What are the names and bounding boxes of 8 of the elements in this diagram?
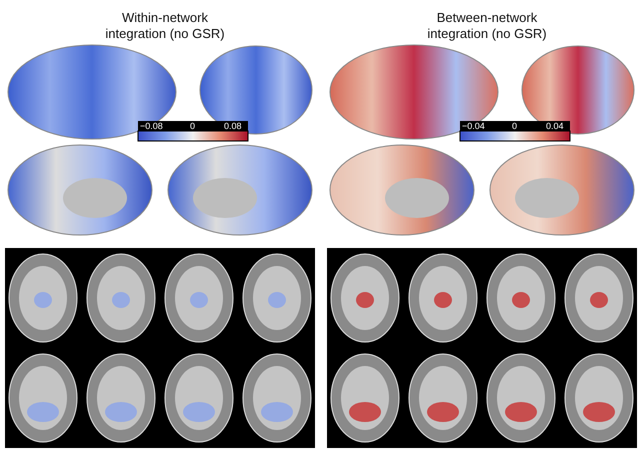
colorbar-tick-label: 0.04 bbox=[546, 121, 564, 131]
panel-title: Within-network integration (no GSR) bbox=[104, 10, 226, 42]
colorbar-tick-label: −0.04 bbox=[462, 121, 485, 131]
colorbar-tick-label: 0.08 bbox=[224, 121, 242, 131]
colorbar-tick-label: 0 bbox=[190, 121, 196, 131]
colorbar-tick-label: −0.08 bbox=[140, 121, 163, 131]
colorbar-tick-label: 0 bbox=[512, 121, 518, 131]
panel-title: Between-network integration (no GSR) bbox=[426, 10, 548, 42]
